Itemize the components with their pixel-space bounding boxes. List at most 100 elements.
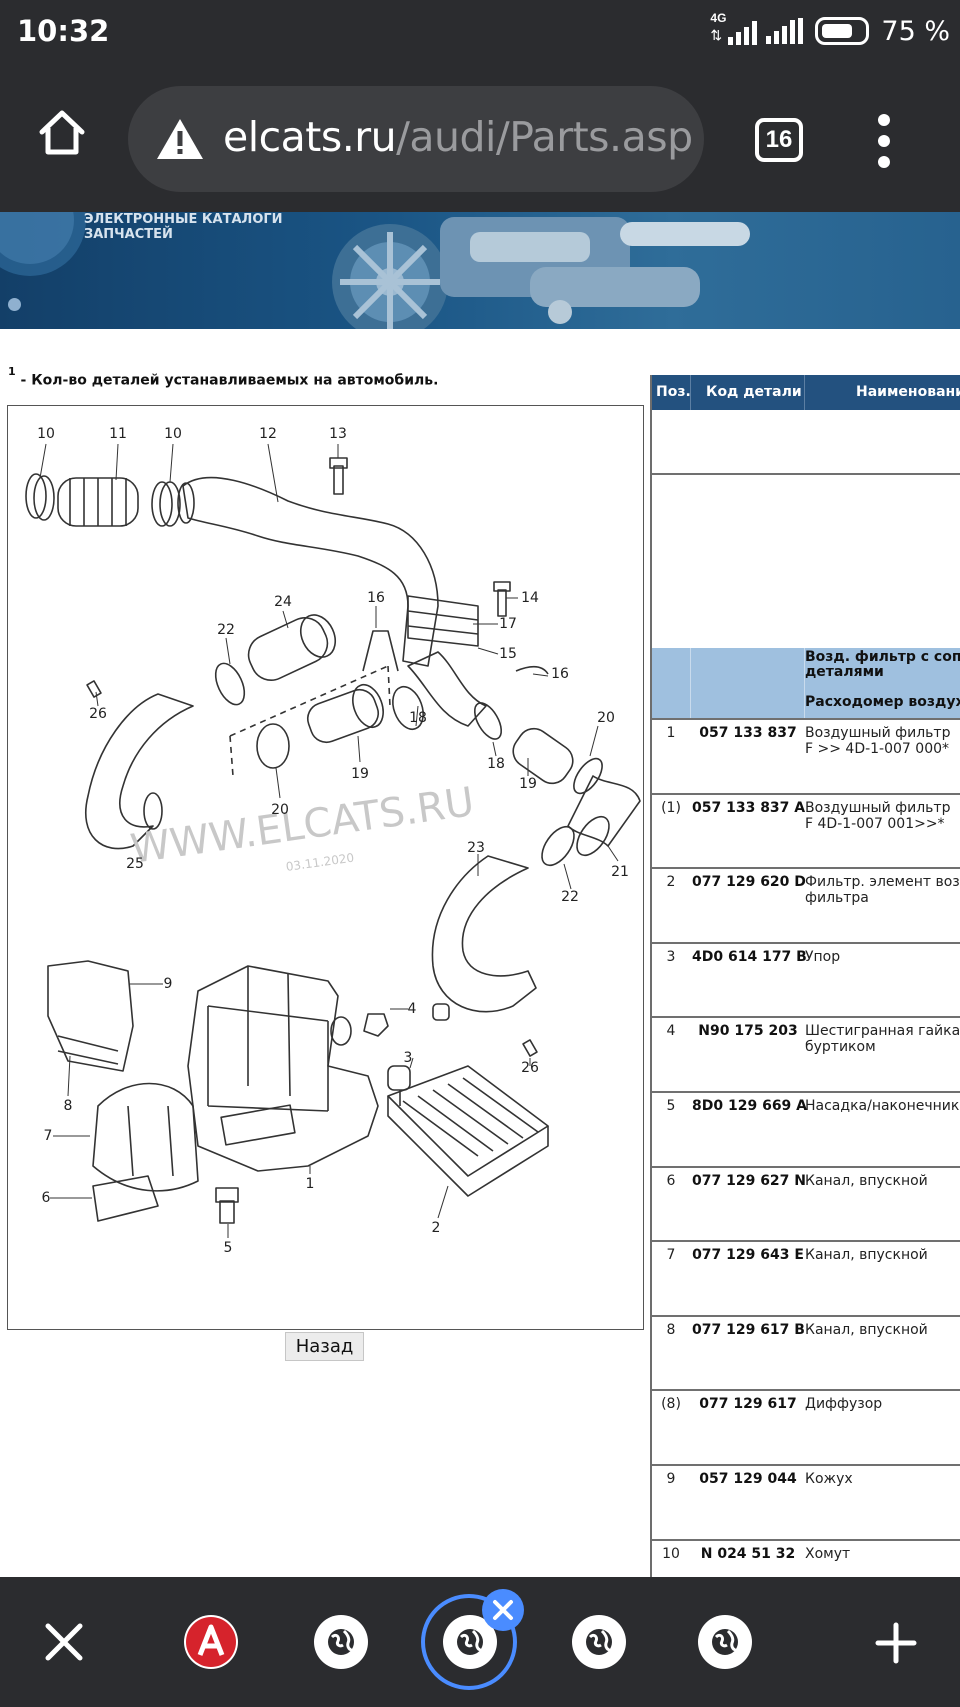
- callout-label[interactable]: 9: [164, 976, 173, 992]
- tab-switcher-bar: [0, 1577, 960, 1707]
- callout-label[interactable]: 25: [126, 856, 144, 872]
- callout-label[interactable]: 26: [521, 1060, 539, 1076]
- callout-label[interactable]: 3: [404, 1050, 413, 1066]
- footnote: 1 - Кол-во деталей устанавливаемых на ав…: [8, 365, 438, 389]
- callout-label[interactable]: 19: [351, 766, 369, 782]
- globe-icon[interactable]: [572, 1615, 626, 1669]
- url-text[interactable]: elcats.ru/audi/Parts.asp: [223, 113, 693, 161]
- tab-count-button[interactable]: 16: [755, 118, 803, 162]
- row-code[interactable]: 077 129 617: [699, 1396, 797, 1412]
- row-name: Канал, впускной: [805, 1247, 928, 1263]
- row-code[interactable]: 077 129 627 N: [692, 1173, 807, 1189]
- callout-label[interactable]: 5: [224, 1240, 233, 1256]
- autodoc-a-icon[interactable]: [184, 1615, 238, 1669]
- globe-icon[interactable]: [314, 1615, 368, 1669]
- callout-label[interactable]: 12: [259, 426, 277, 442]
- callout-label[interactable]: 22: [217, 622, 235, 638]
- footnote-mark: 1: [8, 365, 16, 378]
- row-name: Хомут: [805, 1546, 850, 1562]
- row-name-line-1: Хомут: [805, 1546, 851, 1562]
- group-line-1: Возд. фильтр с сопут: [805, 649, 960, 665]
- row-code[interactable]: 077 129 643 E: [692, 1247, 804, 1263]
- row-pos: 3: [666, 949, 676, 965]
- status-time: 10:32: [17, 14, 110, 48]
- row-name-line-1: Диффузор: [805, 1396, 883, 1412]
- watermark-date: 03.11.2020: [285, 851, 355, 874]
- callout-label[interactable]: 18: [409, 710, 427, 726]
- warning-icon[interactable]: [155, 117, 205, 161]
- parts-diagram-drawing: WWW.ELCATS.RU 03.11.2020 101110121314171…: [25, 426, 641, 1256]
- plus-icon[interactable]: [874, 1621, 918, 1665]
- callout-label[interactable]: 26: [89, 706, 107, 722]
- callout-label[interactable]: 20: [271, 802, 289, 818]
- callout-label[interactable]: 14: [521, 590, 539, 606]
- row-code[interactable]: 057 129 044: [699, 1471, 797, 1487]
- callout-label[interactable]: 15: [499, 646, 517, 662]
- callout-label[interactable]: 24: [274, 594, 292, 610]
- callout-label[interactable]: 13: [329, 426, 347, 442]
- callout-label[interactable]: 7: [44, 1128, 53, 1144]
- home-icon[interactable]: [34, 104, 90, 160]
- url-host: elcats.ru: [223, 113, 397, 161]
- callout-label[interactable]: 17: [499, 616, 517, 632]
- callout-label[interactable]: 16: [367, 590, 385, 606]
- address-bar[interactable]: elcats.ru/audi/Parts.asp: [128, 86, 704, 192]
- battery-level-fill: [822, 24, 853, 38]
- signal-strength-icon: [728, 19, 758, 45]
- row-pos: (1): [661, 800, 681, 816]
- callout-label[interactable]: 4: [408, 1001, 417, 1017]
- row-code[interactable]: N 024 51 32: [700, 1546, 796, 1562]
- more-vertical-icon[interactable]: [872, 114, 898, 168]
- row-pos: 7: [666, 1247, 676, 1263]
- callout-label[interactable]: 6: [42, 1190, 51, 1206]
- row-code[interactable]: 057 133 837: [699, 725, 797, 741]
- divider: [652, 473, 960, 475]
- callout-label[interactable]: 18: [487, 756, 505, 772]
- callout-label[interactable]: 2: [432, 1220, 441, 1236]
- close-icon[interactable]: [42, 1620, 86, 1664]
- callout-label[interactable]: 16: [551, 666, 569, 682]
- banner-nav-icon[interactable]: [8, 298, 21, 311]
- row-code[interactable]: N90 175 203: [698, 1023, 798, 1039]
- callout-label[interactable]: 1: [306, 1176, 315, 1192]
- row-pos: 9: [666, 1471, 676, 1487]
- callout-label[interactable]: 11: [109, 426, 127, 442]
- back-button[interactable]: Назад: [285, 1332, 364, 1361]
- battery-percent: 75 %: [881, 15, 950, 47]
- callout-label[interactable]: 8: [64, 1098, 73, 1114]
- callout-label[interactable]: 22: [561, 889, 579, 905]
- callout-label[interactable]: 10: [37, 426, 55, 442]
- globe-icon[interactable]: [698, 1615, 752, 1669]
- callout-label[interactable]: 21: [611, 864, 629, 880]
- row-name-line-1: Шестигранная гайка с: [805, 1023, 960, 1039]
- callout-label[interactable]: 19: [519, 776, 537, 792]
- banner-title: ЭЛЕКТРОННЫЕ КАТАЛОГИ ЗАПЧАСТЕЙ: [84, 212, 283, 242]
- row-code[interactable]: 057 133 837 A: [692, 800, 806, 816]
- row-code[interactable]: 077 129 620 D: [692, 874, 806, 890]
- row-code[interactable]: 8D0 129 669 A: [692, 1098, 808, 1114]
- network-type-label: 4G: [710, 11, 727, 25]
- row-code[interactable]: 4D0 614 177 B: [692, 949, 807, 965]
- data-transfer-icon: ⇅: [710, 27, 723, 43]
- row-code[interactable]: 077 129 617 B: [692, 1322, 805, 1338]
- close-tab-icon[interactable]: [482, 1589, 524, 1631]
- callout-label[interactable]: 10: [164, 426, 182, 442]
- header-name: Наименование: [856, 384, 960, 400]
- callout-label[interactable]: 20: [597, 710, 615, 726]
- callout-label[interactable]: 23: [467, 840, 485, 856]
